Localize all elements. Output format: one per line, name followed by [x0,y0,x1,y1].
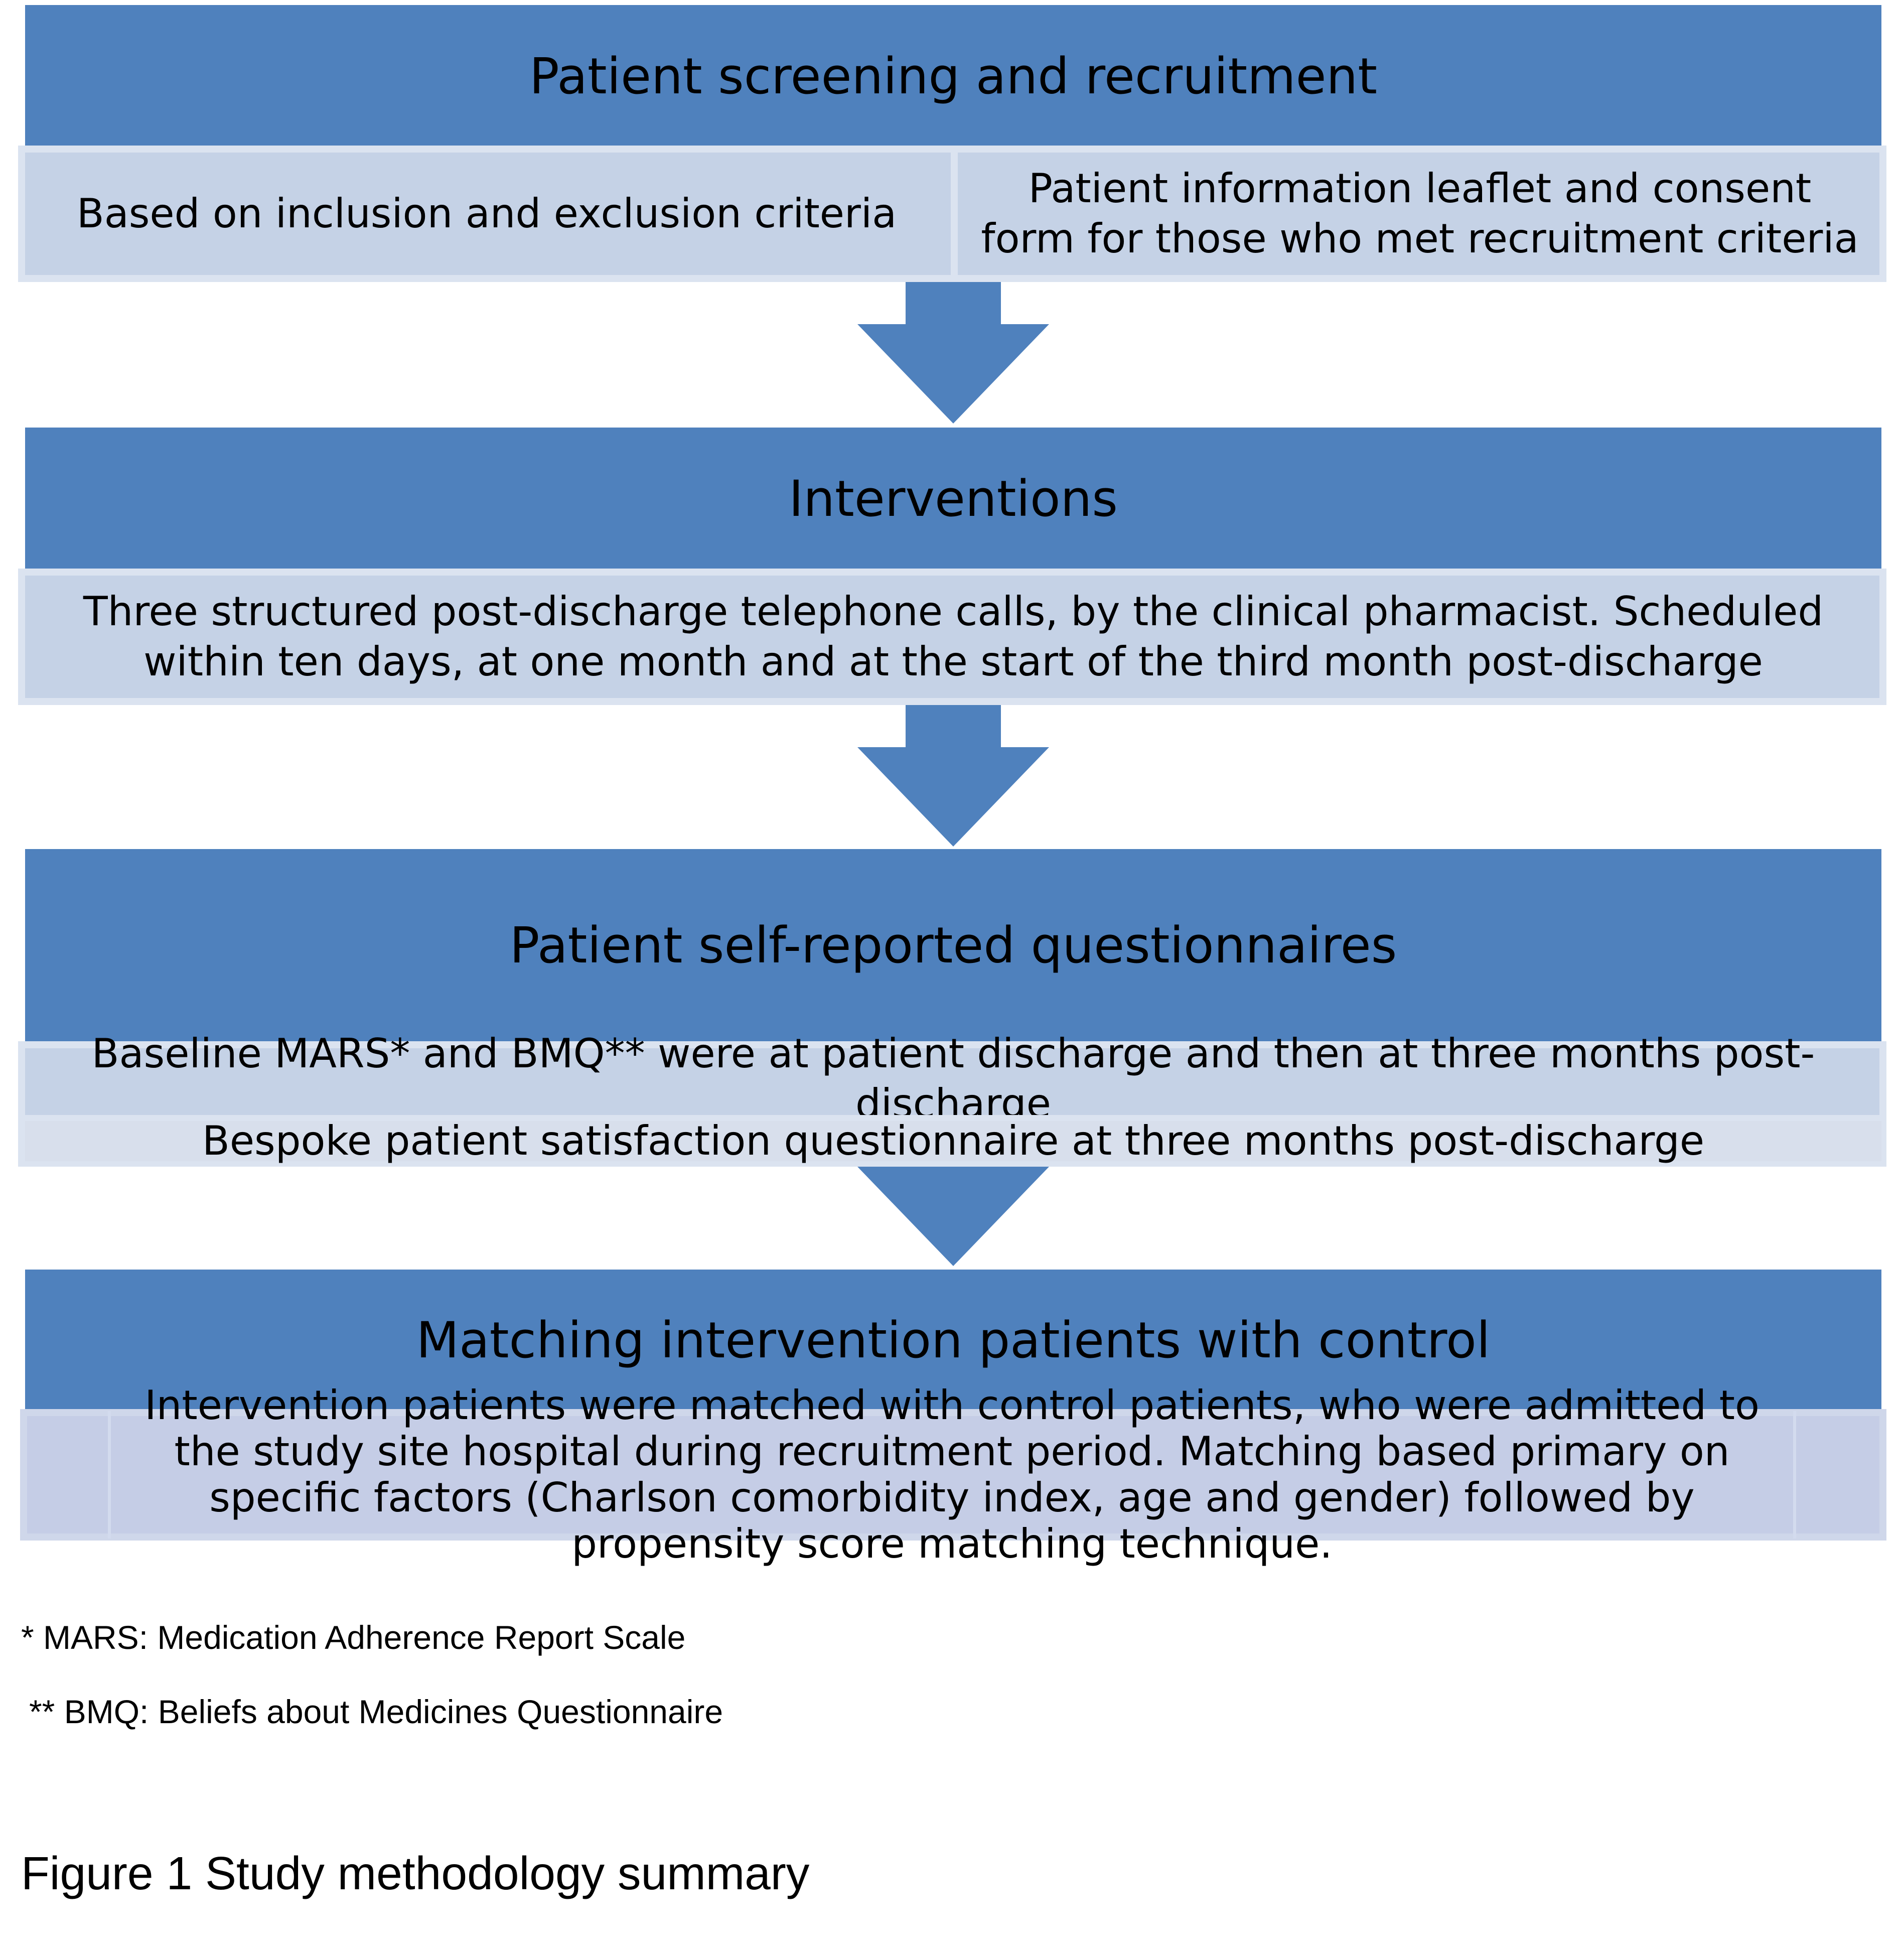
step-3-cell-satisfaction: Bespoke patient satisfaction questionnai… [25,1118,1881,1164]
footnote-bmq: ** BMQ: Beliefs about Medicines Question… [29,1693,723,1730]
step-1-cell-divider [951,151,958,276]
figure-caption: Figure 1 Study methodology summary [21,1847,810,1899]
step-4-title: Matching intervention patients with cont… [416,1312,1491,1369]
step-3-title: Patient self-reported questionnaires [509,917,1397,974]
step-4-header: Matching intervention patients with cont… [25,1270,1881,1412]
step-4-band [20,1409,1886,1541]
step-1-title: Patient screening and recruitment [529,48,1378,105]
down-arrow-2 [857,705,1049,847]
step-2-band [18,569,1886,705]
footnote-mars: * MARS: Medication Adherence Report Scal… [21,1619,686,1656]
step-3-header: Patient self-reported questionnaires [25,849,1881,1042]
step-1-header: Patient screening and recruitment [25,5,1881,148]
step-3-cell-divider [25,1115,1881,1121]
step-2-header: Interventions [25,428,1881,571]
step-1-cell-consent: Patient information leaflet and consent … [981,165,1859,262]
step-2-cell-calls: Three structured post-discharge telephon… [83,588,1824,685]
step-4-cell-matching: Intervention patients were matched with … [108,1382,1796,1567]
down-arrow-1 [857,282,1049,424]
step-3-cell-baseline: Baseline MARS* and BMQ** were at patient… [91,1030,1815,1127]
down-arrow-3 [857,1167,1049,1266]
step-2-title: Interventions [789,470,1118,528]
step-1-cell-criteria: Based on inclusion and exclusion criteri… [76,190,897,237]
